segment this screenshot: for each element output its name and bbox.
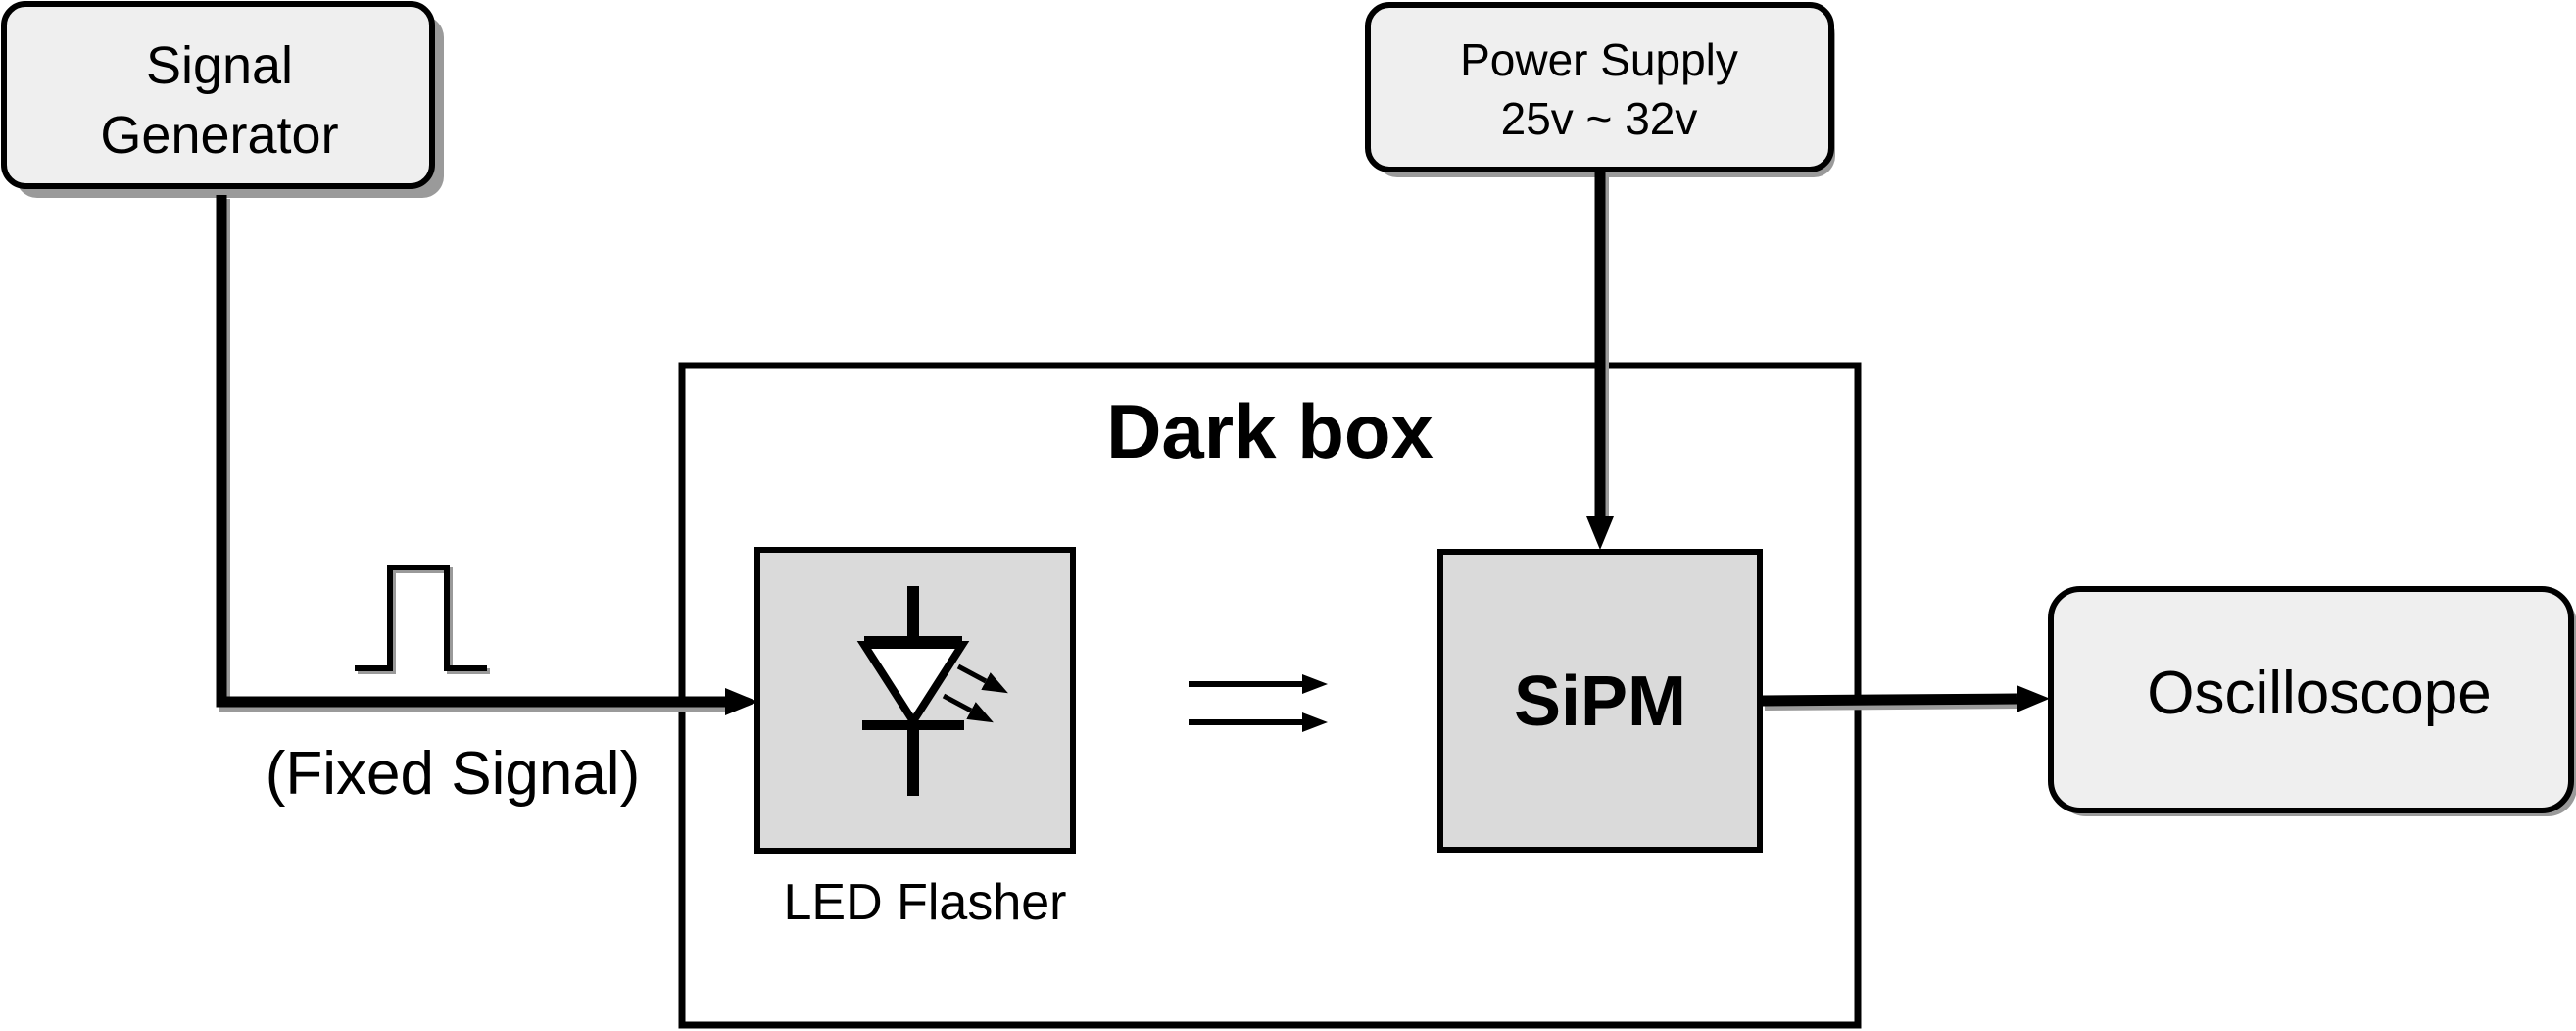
power-connection [1586, 172, 1614, 550]
led-flasher-label: LED Flasher [784, 874, 1067, 931]
output-connection [1761, 685, 2050, 712]
power-supply-label-line1: Power Supply [1460, 34, 1738, 85]
oscilloscope-box: Oscilloscope [2048, 586, 2576, 816]
led-diode-icon [856, 586, 1008, 796]
signal-connection [216, 195, 758, 715]
signal-generator-label-line1: Signal [146, 36, 293, 95]
oscilloscope-label: Oscilloscope [2147, 660, 2491, 727]
signal-generator-label-line2: Generator [100, 106, 338, 165]
signal-generator-box: Signal Generator [1, 1, 444, 198]
light-ray-arrows [1189, 674, 1328, 732]
dark-box-title: Dark box [1106, 388, 1434, 474]
led-flasher-box: LED Flasher [754, 547, 1076, 931]
fixed-signal-label: (Fixed Signal) [266, 740, 640, 808]
sipm-label: SiPM [1514, 663, 1686, 741]
sipm-box: SiPM [1437, 549, 1763, 853]
pulse-waveform-icon [355, 565, 490, 674]
power-supply-box: Power Supply 25v ~ 32v [1365, 2, 1835, 177]
power-supply-label-line2: 25v ~ 32v [1501, 93, 1698, 144]
